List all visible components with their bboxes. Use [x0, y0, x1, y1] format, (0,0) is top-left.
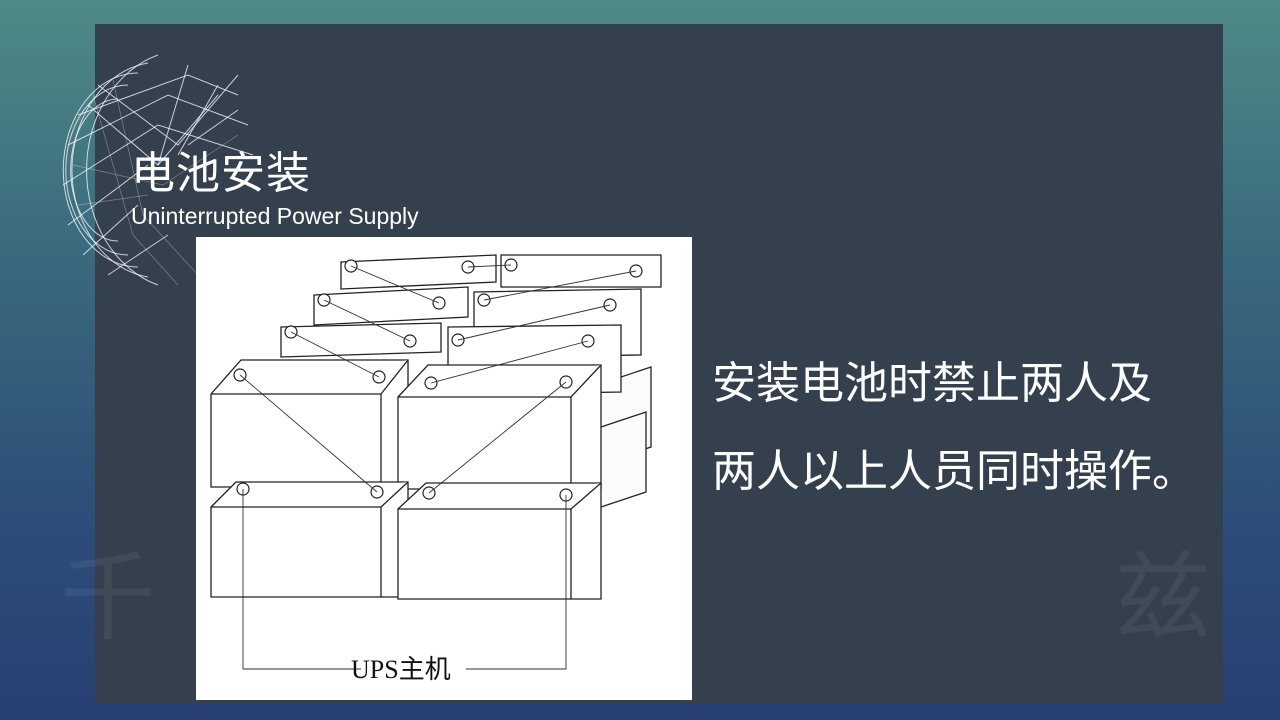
battery-installation-diagram: UPS主机	[196, 237, 692, 700]
slide-title: 电池安装	[131, 148, 311, 199]
body-line-1: 安装电池时禁止两人及	[712, 358, 1152, 409]
ups-host-label: UPS主机	[351, 655, 451, 684]
wireframe-globe-graphic	[62, 54, 254, 286]
slide-body: 安装电池时禁止两人及 两人以上人员同时操作。	[712, 340, 1196, 516]
slide-subtitle: Uninterrupted Power Supply	[131, 203, 419, 229]
watermark-char-3: 兹	[1115, 542, 1211, 654]
body-line-2: 两人以上人员同时操作。	[712, 446, 1196, 497]
watermark-char-1: 千	[60, 542, 156, 654]
